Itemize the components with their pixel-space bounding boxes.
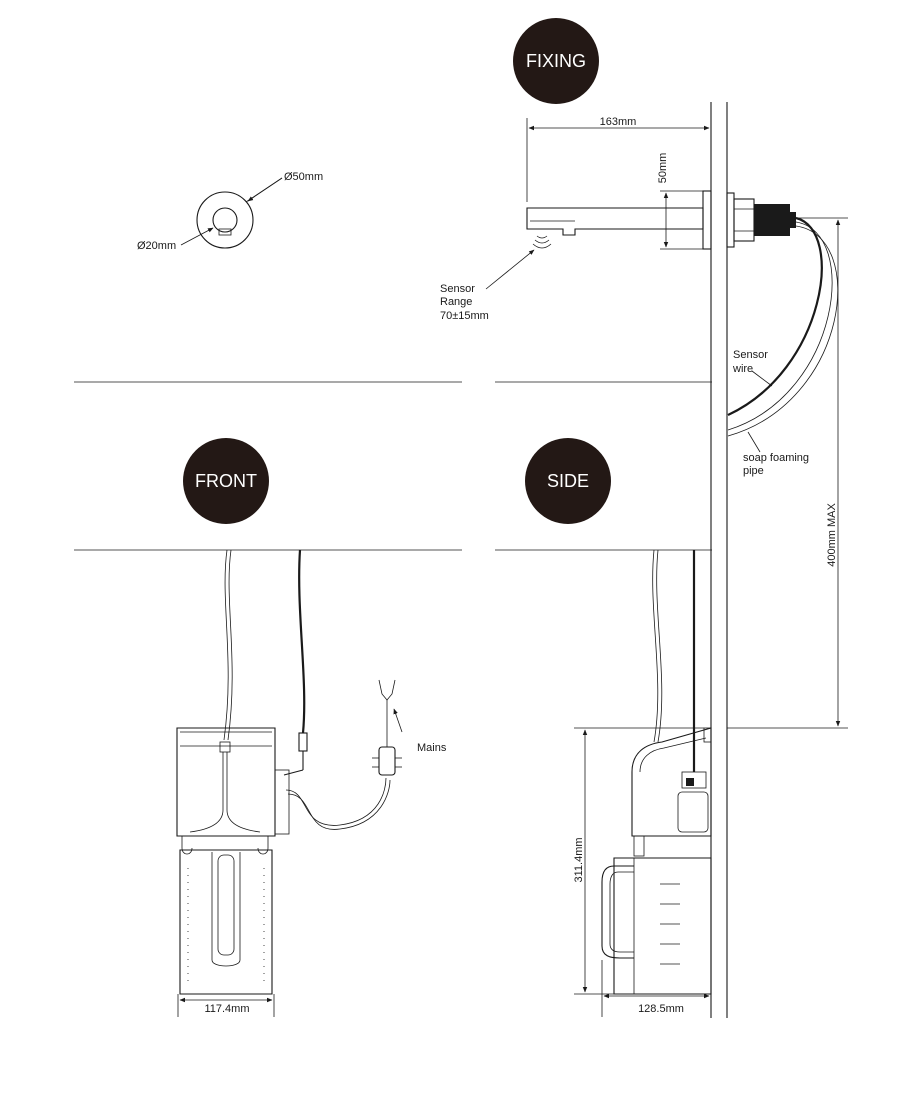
spout-length-label: 163mm	[600, 116, 637, 128]
spout-height-label: 50mm	[657, 153, 669, 184]
spout-face-view	[180, 177, 283, 249]
front-width-label: 117.4mm	[204, 1003, 249, 1015]
front-dispenser-view	[176, 549, 402, 995]
fixing-badge: FIXING	[513, 18, 599, 104]
side-dispenser-view	[601, 549, 712, 995]
spout-side-view	[526, 190, 839, 437]
max-height-label: 400mm MAX	[826, 503, 838, 567]
side-title: SIDE	[547, 471, 589, 491]
soap-pipe-line1: soap foaming	[743, 452, 809, 464]
fixing-title: FIXING	[526, 51, 586, 71]
sensor-range-line2: Range	[440, 296, 472, 308]
front-badge: FRONT	[183, 438, 269, 524]
soap-pipe-line2: pipe	[743, 465, 764, 477]
sensor-range-line1: Sensor	[440, 283, 475, 295]
inner-diameter-label: Ø20mm	[137, 240, 176, 252]
unit-height-label: 311.4mm	[573, 837, 585, 882]
side-width-label: 128.5mm	[638, 1003, 684, 1015]
sensor-wire-line1: Sensor	[733, 349, 768, 361]
sensor-wire-line2: wire	[732, 363, 753, 375]
sensor-range-line3: 70±15mm	[440, 310, 489, 322]
mains-label: Mains	[417, 742, 447, 754]
side-badge: SIDE	[525, 438, 611, 524]
front-title: FRONT	[195, 471, 257, 491]
outer-diameter-label: Ø50mm	[284, 171, 323, 183]
